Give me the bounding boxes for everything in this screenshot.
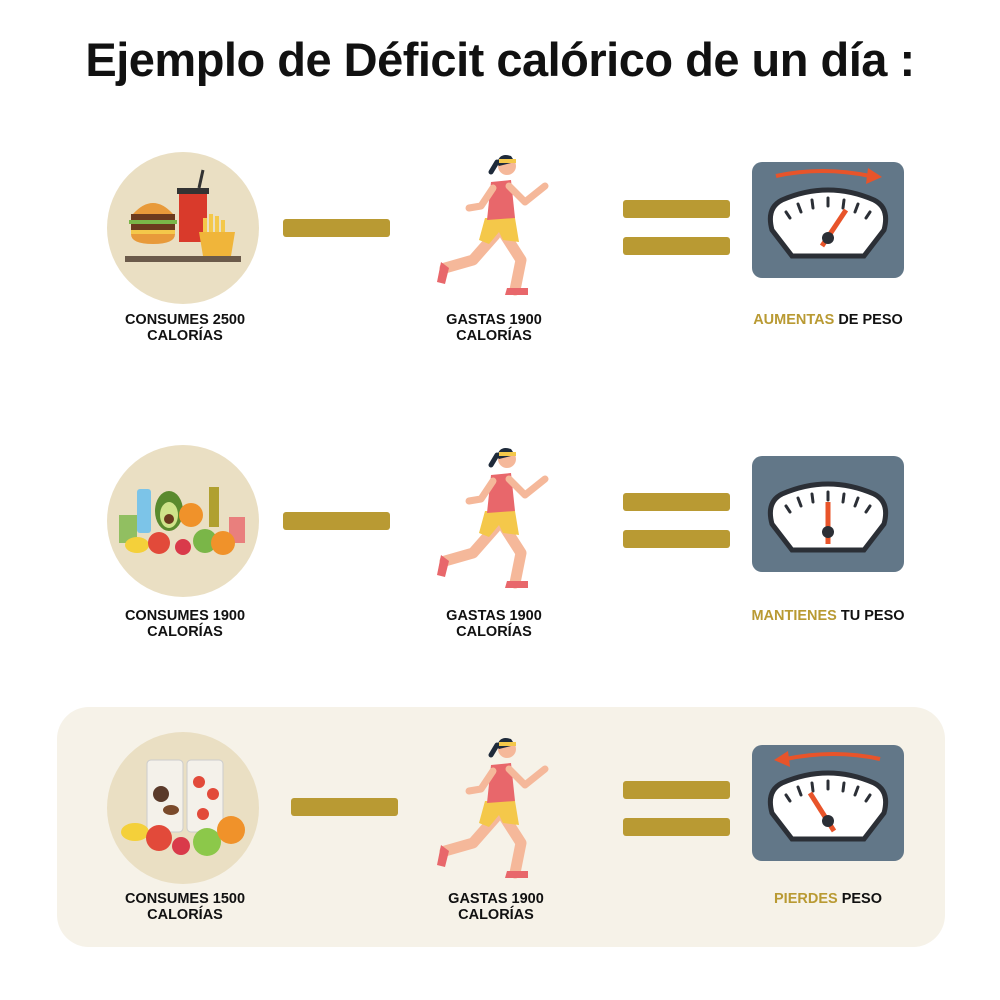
scale-increase-icon: [752, 162, 904, 278]
minus-sign: [283, 512, 390, 530]
cans-and-fruit-icon: [107, 732, 259, 884]
minus-sign: [291, 798, 398, 816]
result-label: MANTIENES TU PESO: [751, 608, 905, 624]
healthy-food-icon: [107, 445, 259, 597]
minus-sign: [283, 219, 390, 237]
equals-sign-bottom: [623, 530, 730, 548]
runner-icon: [433, 150, 558, 300]
runner-icon: [433, 443, 558, 593]
equals-sign-bottom: [623, 818, 730, 836]
equals-sign-top: [623, 200, 730, 218]
equals-sign-bottom: [623, 237, 730, 255]
scale-decrease-icon: [752, 745, 904, 861]
equals-sign-top: [623, 493, 730, 511]
equals-sign-top: [623, 781, 730, 799]
scale-neutral-icon: [752, 456, 904, 572]
result-label: AUMENTAS DE PESO: [753, 312, 903, 328]
result-label: PIERDES PESO: [774, 891, 882, 907]
runner-icon: [433, 733, 558, 883]
page-title: Ejemplo de Déficit calórico de un día :: [85, 33, 915, 86]
fast-food-icon: [107, 152, 259, 304]
